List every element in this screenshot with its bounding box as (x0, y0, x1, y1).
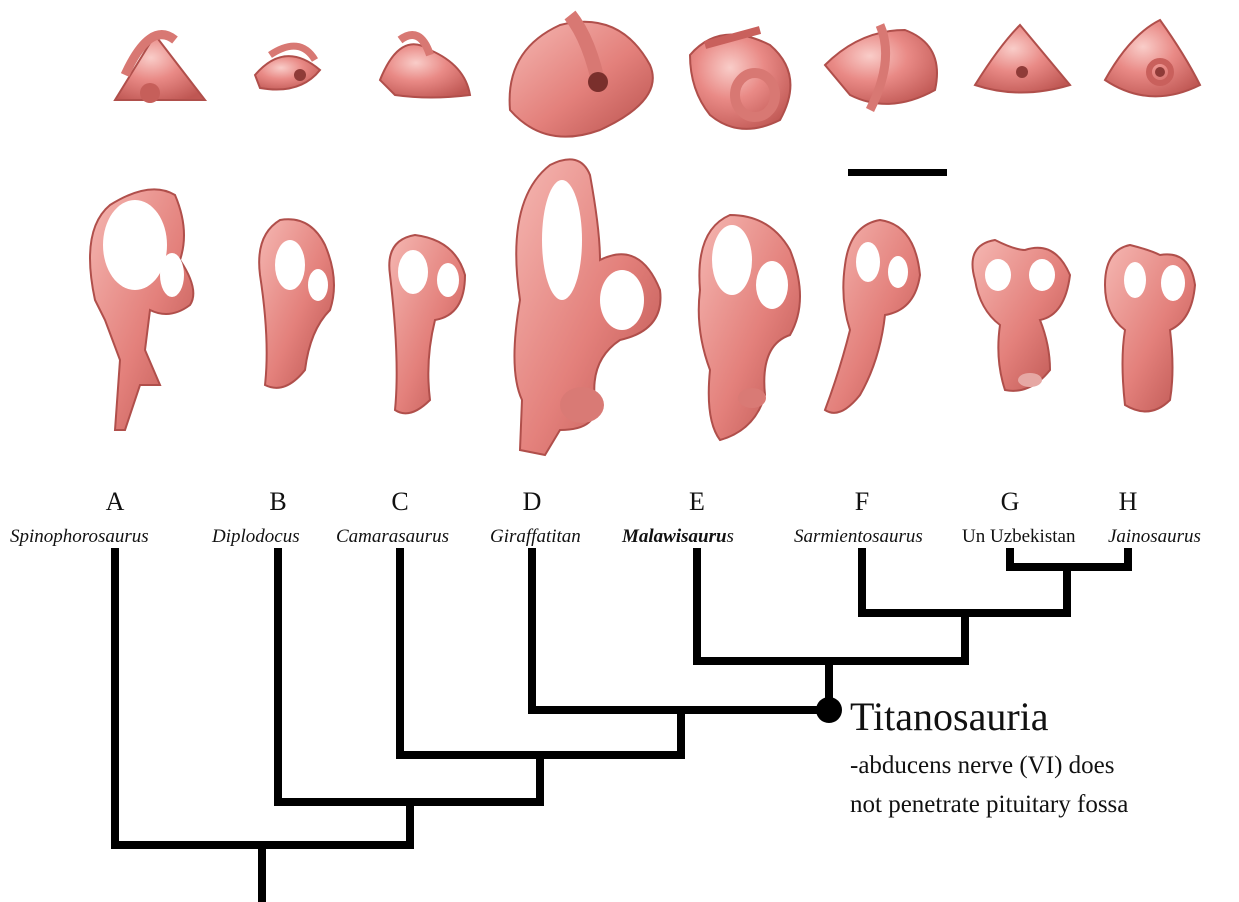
taxon-labels: Spinophorosaurus Diplodocus Camarasaurus… (10, 526, 1201, 547)
endocast-a-top (115, 35, 205, 103)
taxon-name-e: Malawisaurus (621, 526, 734, 547)
endocast-e-top (690, 30, 790, 129)
branch-b (278, 552, 540, 802)
endocast-h-lateral (1105, 245, 1195, 411)
endocast-a-lateral (90, 189, 193, 430)
taxon-name-a: Spinophorosaurus (10, 526, 149, 547)
endocast-c-top (380, 35, 470, 98)
specimen-letters: A B C D E F G H (106, 487, 1138, 516)
specimen-letter-a: A (106, 487, 125, 516)
branch-c (400, 552, 681, 755)
taxon-name-d: Giraffatitan (490, 526, 581, 547)
clade-name: Titanosauria (850, 694, 1049, 739)
specimen-letter-g: G (1001, 487, 1020, 516)
endocast-d-lateral (514, 159, 660, 455)
taxon-name-f: Sarmientosaurus (794, 526, 923, 547)
taxon-name-b: Diplodocus (211, 526, 300, 547)
endocast-h-top (1105, 20, 1200, 96)
specimen-letter-c: C (391, 487, 408, 516)
taxon-name-g: Un Uzbekistan (962, 526, 1076, 547)
branch-d (532, 552, 829, 710)
endocast-b-top (255, 46, 320, 89)
endocast-g-top (975, 25, 1070, 93)
endocast-e-lateral (699, 215, 800, 440)
endocast-d-top (510, 15, 653, 137)
scale-bar (848, 169, 947, 176)
endocast-f-lateral (825, 220, 920, 413)
endocast-bottom-row (90, 159, 1195, 455)
endocast-c-lateral (389, 235, 465, 413)
clade-character-line1: -abducens nerve (VI) does (850, 752, 1114, 779)
specimen-letter-e: E (689, 487, 705, 516)
taxon-name-c: Camarasaurus (336, 526, 449, 547)
endocast-b-lateral (259, 219, 334, 388)
endocast-f-top (825, 25, 937, 110)
clade-character-line2: not penetrate pituitary fossa (850, 791, 1128, 818)
endocast-g-lateral (973, 240, 1071, 391)
branch-f-gh (862, 552, 1067, 613)
endocast-top-row (115, 15, 1200, 137)
specimen-letter-d: D (523, 487, 542, 516)
specimen-letter-b: B (269, 487, 286, 516)
specimen-letter-f: F (855, 487, 869, 516)
titanosauria-node (816, 697, 842, 723)
specimen-letter-h: H (1119, 487, 1138, 516)
branch-e-fgh (697, 552, 965, 661)
taxon-name-h: Jainosaurus (1108, 526, 1201, 547)
